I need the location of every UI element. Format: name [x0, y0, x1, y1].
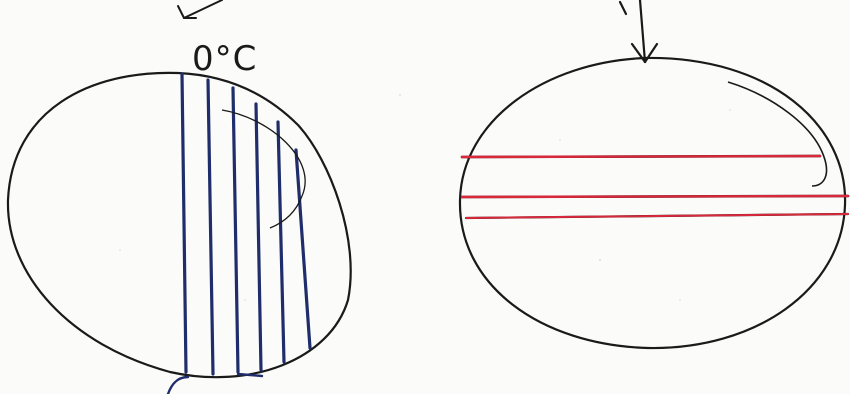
left-ellipse-figure: 0°C: [8, 0, 351, 394]
temperature-label: 0°C: [192, 39, 257, 79]
red-line-2: [462, 196, 848, 197]
blue-line-6: [296, 150, 310, 348]
left-ellipse-outline: [8, 73, 351, 377]
top-left-arrow: [178, 0, 222, 18]
blue-line-3: [233, 88, 238, 372]
blue-line-1: [182, 74, 186, 372]
right-ellipse-figure: [460, 0, 848, 348]
red-line-3: [466, 214, 848, 218]
blue-line-2: [208, 80, 213, 374]
horizontal-lines: [462, 156, 848, 218]
red-line-1: [462, 156, 820, 157]
blue-line-5: [278, 122, 284, 362]
right-ellipse-outline: [460, 58, 845, 348]
downward-arrow: [620, 0, 657, 62]
right-curved-hook: [728, 82, 827, 186]
blue-line-4: [256, 104, 261, 370]
